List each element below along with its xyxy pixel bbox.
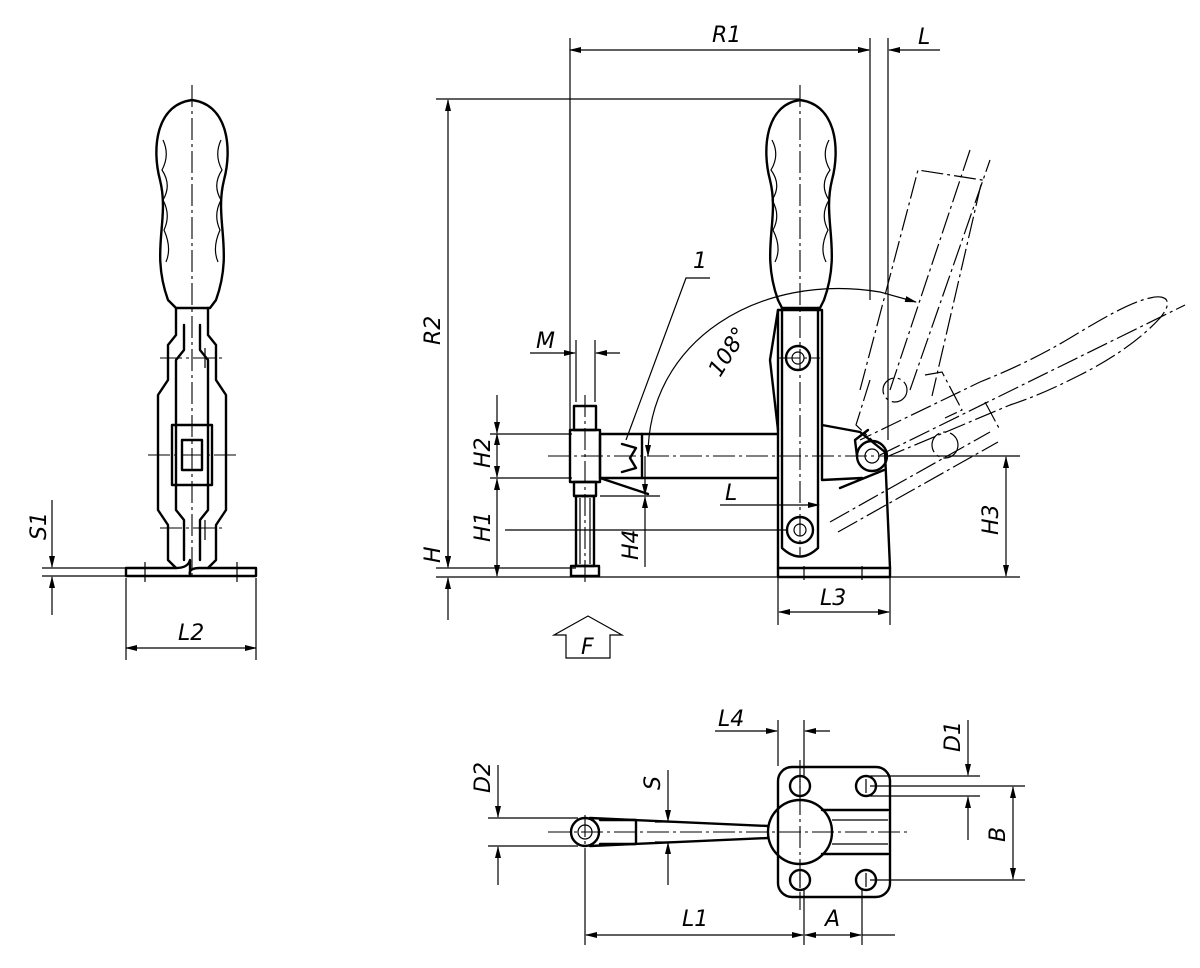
label-S1: S1 bbox=[27, 512, 52, 540]
dim-B: B bbox=[870, 785, 1025, 881]
dim-L1: L1 bbox=[584, 850, 805, 945]
label-F: F bbox=[581, 635, 594, 660]
force-arrow: F bbox=[551, 615, 625, 660]
label-L4: L4 bbox=[718, 707, 744, 732]
label-H3: H3 bbox=[979, 504, 1004, 535]
base-plate bbox=[776, 566, 892, 580]
front-view: S1 L2 bbox=[27, 85, 258, 660]
dim-L-mid: L bbox=[720, 481, 820, 508]
phantom-handle-mid bbox=[855, 149, 991, 441]
dim-H: H bbox=[421, 520, 1020, 620]
dim-L4: L4 bbox=[715, 707, 830, 776]
dim-S: S bbox=[641, 770, 680, 885]
label-H2: H2 bbox=[471, 437, 496, 468]
dim-A: A bbox=[804, 890, 895, 945]
label-R1: R1 bbox=[712, 23, 741, 48]
label-D2: D2 bbox=[471, 762, 496, 793]
dim-H4: H4 bbox=[600, 456, 660, 567]
dim-D2: D2 bbox=[471, 762, 578, 885]
label-D1: D1 bbox=[941, 721, 966, 752]
dim-L2: L2 bbox=[125, 578, 257, 660]
leader-1: 1 bbox=[625, 249, 710, 441]
dim-H3: H3 bbox=[885, 455, 1020, 577]
label-H1: H1 bbox=[471, 511, 496, 542]
spindle bbox=[568, 395, 602, 585]
dim-L3: L3 bbox=[777, 578, 891, 625]
label-L3: L3 bbox=[820, 586, 846, 611]
label-A: A bbox=[823, 907, 840, 932]
dim-S1: S1 bbox=[27, 500, 126, 615]
phantom-handle-open bbox=[829, 296, 1186, 533]
front-body bbox=[124, 306, 258, 582]
side-handle bbox=[765, 98, 837, 558]
label-L2: L2 bbox=[178, 621, 204, 646]
dim-R1: R1 bbox=[569, 23, 889, 440]
label-H4: H4 bbox=[619, 529, 644, 560]
label-L-top: L bbox=[918, 25, 930, 50]
dim-D1: D1 bbox=[870, 720, 980, 840]
dim-L-top: L bbox=[840, 25, 940, 53]
dim-M: M bbox=[530, 329, 620, 402]
label-S: S bbox=[641, 776, 666, 790]
label-angle: 108° bbox=[704, 323, 753, 381]
label-H: H bbox=[421, 546, 446, 563]
label-1: 1 bbox=[693, 249, 707, 274]
label-L1: L1 bbox=[682, 907, 708, 932]
dim-R2: R2 bbox=[421, 98, 800, 568]
label-M: M bbox=[536, 329, 555, 354]
label-R2: R2 bbox=[421, 316, 446, 345]
side-view: 108° 1 R1 L R2 bbox=[421, 23, 1186, 660]
label-L-mid: L bbox=[725, 481, 737, 506]
front-handle bbox=[155, 98, 229, 310]
top-view: L4 D1 B D2 bbox=[471, 707, 1025, 945]
label-B: B bbox=[986, 827, 1011, 842]
